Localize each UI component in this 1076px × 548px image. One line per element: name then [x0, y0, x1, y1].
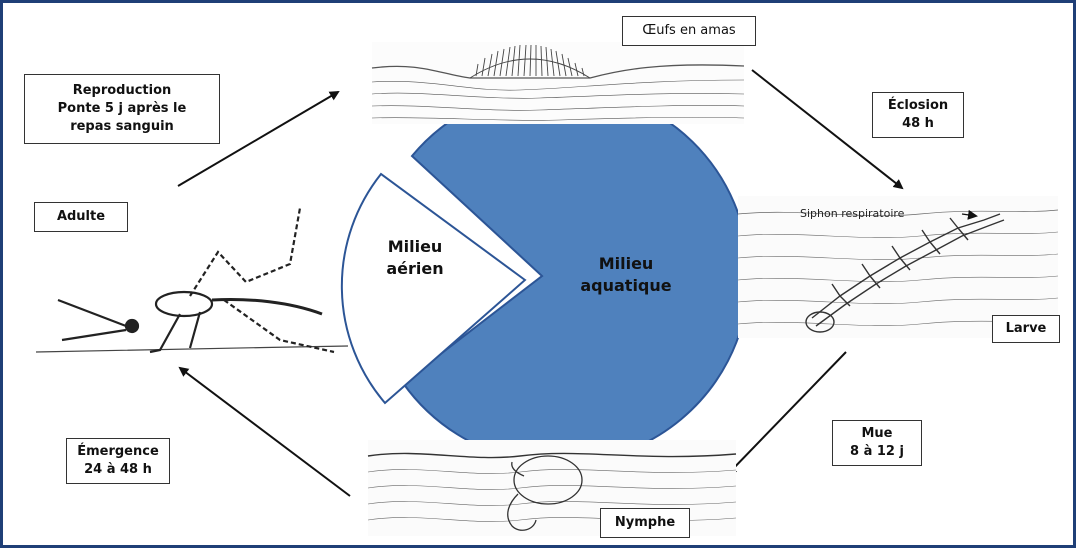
- aquatic-environment-label: Milieu aquatique: [567, 253, 685, 297]
- hatching-duration: 48 h: [902, 115, 934, 133]
- aerial-line-1: Milieu: [360, 236, 470, 258]
- hatching-title: Éclosion: [888, 97, 948, 115]
- aquatic-line-1: Milieu: [567, 253, 685, 275]
- arrow-pupa-to-adult: [180, 368, 350, 496]
- reproduction-line-2: Ponte 5 j après le: [58, 100, 187, 118]
- emergence-title: Émergence: [77, 443, 159, 461]
- aerial-line-2: aérien: [360, 258, 470, 280]
- reproduction-label-box: Reproduction Ponte 5 j après le repas sa…: [24, 74, 220, 144]
- reproduction-line-3: repas sanguin: [70, 118, 174, 136]
- moult-title: Mue: [861, 425, 892, 443]
- larva-label-box: Larve: [992, 315, 1060, 343]
- reproduction-title: Reproduction: [73, 82, 172, 100]
- emergence-label-box: Émergence 24 à 48 h: [66, 438, 170, 484]
- siphon-label: Siphon respiratoire: [800, 207, 904, 220]
- moult-duration: 8 à 12 j: [850, 443, 904, 461]
- pupa-label-box: Nymphe: [600, 508, 690, 538]
- pupa-label: Nymphe: [615, 514, 675, 532]
- larva-label: Larve: [1006, 320, 1047, 338]
- aerial-environment-label: Milieu aérien: [360, 236, 470, 280]
- arrow-larva-to-pupa: [728, 352, 846, 474]
- adult-label-box: Adulte: [34, 202, 128, 232]
- moult-label-box: Mue 8 à 12 j: [832, 420, 922, 466]
- eggs-label-box: Œufs en amas: [622, 16, 756, 46]
- eggs-illustration: [372, 42, 744, 124]
- emergence-duration: 24 à 48 h: [84, 461, 152, 479]
- eggs-label: Œufs en amas: [642, 22, 735, 40]
- aquatic-line-2: aquatique: [567, 275, 685, 297]
- hatching-label-box: Éclosion 48 h: [872, 92, 964, 138]
- adult-label: Adulte: [57, 208, 105, 226]
